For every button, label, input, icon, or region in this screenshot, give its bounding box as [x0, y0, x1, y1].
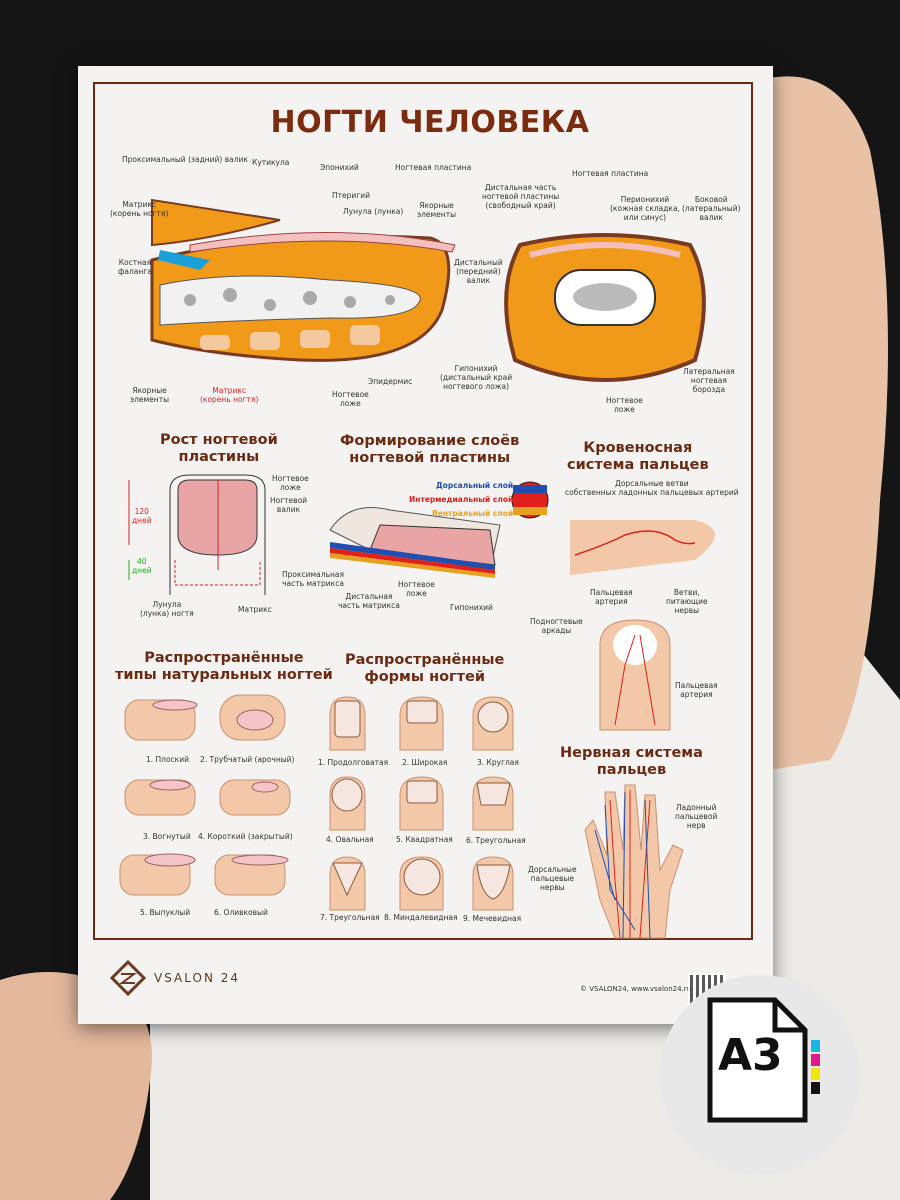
- label: Дорсальные ветви собственных ладонных па…: [565, 479, 739, 497]
- forms-heading: Распространённые формы ногтей: [345, 652, 505, 686]
- label: Дистальный (передний) валик: [454, 258, 503, 285]
- label: Матрикс: [238, 605, 272, 614]
- label: Дорсальные пальцевые нервы: [528, 865, 577, 892]
- nail-type-label: 4. Короткий (закрытый): [198, 832, 293, 841]
- longitudinal-section-diagram: [150, 198, 456, 362]
- brand-logo: VSALON 24: [110, 960, 240, 996]
- label: Перионихий (кожная складка, или синус): [610, 195, 680, 222]
- label: Подногтевые аркады: [530, 617, 583, 635]
- copyright: © VSALON24, www.vsalon24.ru: [580, 985, 692, 993]
- label: Лунула (лунка): [343, 207, 404, 216]
- label: Пальцевая артерия: [675, 681, 718, 699]
- nail-types-drawings: [119, 694, 291, 896]
- label: Боковой (латеральный) валик: [682, 195, 741, 222]
- growth-heading: Рост ногтевой пластины: [160, 432, 278, 466]
- nail-type-label: 5. Выпуклый: [140, 908, 191, 917]
- nail-form-label: 3. Круглая: [477, 758, 519, 767]
- label: Гипонихий (дистальный край ногтевого лож…: [440, 364, 513, 391]
- nail-type-label: 3. Вогнутый: [143, 832, 191, 841]
- label: Интермедиальный слой: [409, 495, 514, 504]
- blood-system-diagram: [570, 520, 715, 731]
- cross-section-diagram: [504, 233, 706, 382]
- label: Дистальная часть матрикса: [338, 592, 400, 610]
- logo-icon: [110, 960, 146, 996]
- nail-form-label: 9. Мечевидная: [463, 914, 522, 923]
- poster-title: НОГТИ ЧЕЛОВЕКА: [270, 105, 590, 140]
- label: Проксимальная часть матрикса: [282, 570, 344, 588]
- label: Ногтевое ложе: [272, 474, 309, 492]
- nail-form-label: 2. Широкая: [402, 758, 448, 767]
- label: Кутикула: [252, 158, 290, 167]
- document-icon: [707, 997, 820, 1123]
- nail-form-label: 7. Треугольная: [320, 913, 380, 922]
- nail-form-label: 5. Квадратная: [396, 835, 453, 844]
- label: Якорные элементы: [417, 201, 456, 219]
- label: Ногтевая пластина: [572, 169, 649, 178]
- nail-forms-drawings: [329, 696, 514, 911]
- label: Матрикс (корень ногтя): [200, 386, 259, 404]
- label: Пальцевая артерия: [590, 588, 633, 606]
- label: Проксимальный (задний) валик: [122, 155, 248, 164]
- label: Ладонный пальцевой нерв: [675, 803, 718, 830]
- nail-form-label: 4. Овальная: [326, 835, 374, 844]
- poster-frame: [93, 82, 753, 940]
- left-hand: [0, 972, 152, 1200]
- nail-growth-diagram: [128, 474, 266, 595]
- label: 40 дней: [132, 557, 152, 575]
- label: Вентральный слой: [432, 509, 514, 518]
- nerve-heading: Нервная система пальцев: [560, 745, 703, 779]
- nail-type-label: 1. Плоский: [146, 755, 189, 764]
- label: Якорные элементы: [130, 386, 169, 404]
- label: 120 дней: [132, 507, 152, 525]
- layers-heading: Формирование слоёв ногтевой пластины: [340, 433, 520, 467]
- right-hand: [740, 76, 888, 770]
- format-label: A3: [718, 1030, 783, 1081]
- label: Матрикс (корень ногтя): [110, 200, 169, 218]
- label: Костная фаланга: [118, 258, 152, 276]
- brand-name: VSALON 24: [154, 971, 241, 985]
- label: Ногтевая пластина: [395, 163, 472, 172]
- nail-form-label: 8. Миндалевидная: [384, 913, 458, 922]
- label: Гипонихий: [450, 603, 493, 612]
- hand-nerves-diagram: [584, 784, 684, 939]
- label: Эпонихий: [320, 163, 359, 172]
- label: Дорсальный слой: [436, 481, 514, 490]
- nail-type-label: 6. Оливковый: [214, 908, 268, 917]
- types-heading: Распространённые типы натуральных ногтей: [115, 650, 333, 684]
- label: Птеригий: [332, 191, 370, 200]
- label: Ногтевой валик: [270, 496, 308, 514]
- nail-form-label: 6. Треугольная: [466, 836, 526, 845]
- nail-layers-diagram: [329, 481, 549, 578]
- label: Эпидермис: [368, 377, 413, 386]
- blood-heading: Кровеносная система пальцев: [567, 440, 709, 474]
- label: Дистальная часть ногтевой пластины (своб…: [482, 183, 560, 210]
- nail-form-label: 1. Продолговатая: [318, 758, 389, 767]
- label: Ногтевое ложе: [398, 580, 435, 598]
- label: Ветви, питающие нервы: [666, 588, 708, 615]
- label: Латеральная ногтевая борозда: [683, 367, 735, 394]
- nail-type-label: 2. Трубчатый (арочный): [200, 755, 295, 764]
- label: Ногтевое ложе: [606, 396, 643, 414]
- label: Лунула (лунка) ногтя: [140, 600, 194, 618]
- label: Ногтевое ложе: [332, 390, 369, 408]
